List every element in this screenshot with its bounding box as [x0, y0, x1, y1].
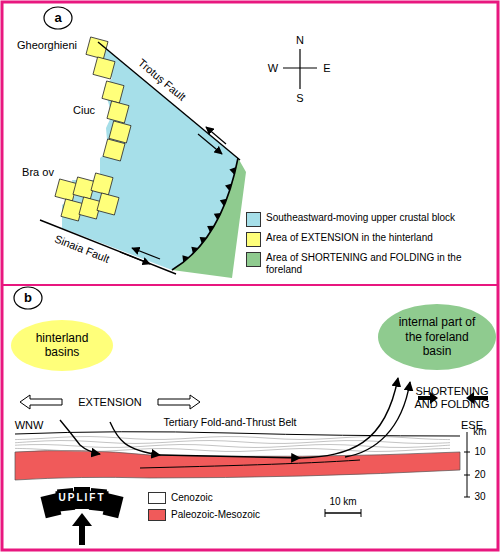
compass-letter: E — [323, 62, 330, 75]
extension-tile — [103, 139, 125, 161]
node-text: hinterland basins — [10, 331, 114, 360]
axis-number: 10 — [474, 446, 485, 458]
extension-arrow — [158, 395, 200, 409]
trotus-fault — [98, 42, 240, 160]
extension-tile — [55, 179, 77, 201]
basin-ellipse: hinterland basins — [10, 319, 114, 372]
extension-tile — [93, 57, 115, 79]
legend-text: Area of SHORTENING and FOLDING in the fo… — [266, 252, 494, 276]
thrust-tooth — [225, 184, 232, 192]
thrust-tooth — [229, 167, 236, 175]
thrust-teeth — [182, 167, 236, 263]
legend-swatch — [246, 252, 261, 267]
compass — [299, 49, 300, 89]
basin-ellipse: internal part of the foreland basin — [377, 303, 497, 371]
thrust-tooth — [214, 213, 221, 220]
basement-fault — [140, 460, 360, 468]
panel-letter: a — [54, 11, 61, 26]
panel-badge — [44, 7, 72, 29]
process-label: EXTENSION — [78, 396, 142, 409]
compass-letter: N — [296, 34, 304, 47]
thrust-tooth — [200, 237, 207, 244]
extension-tile — [107, 101, 129, 123]
axis-unit: km — [473, 426, 486, 438]
normal-fault — [60, 420, 100, 454]
legend-row: Paleozoic-Mesozoic — [148, 509, 260, 521]
legend: CenozoicPaleozoic-Mesozoic — [148, 492, 260, 521]
process-label: SHORTENING AND FOLDING — [407, 385, 497, 410]
panel-divider — [2, 284, 498, 286]
ellipse-shape — [11, 320, 113, 371]
scale-bar — [361, 509, 362, 517]
depth-tick — [464, 475, 470, 476]
depth-tick — [464, 497, 470, 498]
extension-tiles — [55, 37, 131, 221]
thrust-fault — [345, 382, 410, 457]
legend-row: Area of EXTENSION in the hinterland — [246, 232, 494, 247]
panel-letter: b — [24, 291, 32, 306]
axis-number: 30 — [474, 491, 485, 503]
thrust-front — [172, 158, 238, 270]
legend-swatch — [148, 509, 166, 521]
extension-tile — [97, 193, 119, 215]
normal-fault — [110, 422, 160, 455]
depth-axis — [467, 432, 468, 497]
legend-swatch — [148, 492, 166, 504]
legend-text: Area of EXTENSION in the hinterland — [266, 232, 433, 244]
paleozoic-mesozoic-layer — [15, 451, 460, 480]
compass-letter: W — [268, 62, 278, 75]
uplift-arrow — [79, 525, 85, 545]
compass — [283, 67, 317, 68]
legend-text: Southeastward-moving upper crustal block — [266, 212, 455, 224]
legend-row: Southeastward-moving upper crustal block — [246, 212, 494, 227]
legend-swatch — [246, 232, 261, 247]
uplift-arrow — [72, 513, 92, 526]
town-name: Bra ov — [22, 166, 54, 179]
ellipse-shape — [378, 304, 496, 370]
axis-number: 20 — [474, 469, 485, 481]
node-text: internal part of the foreland basin — [377, 315, 497, 358]
town-name: Ciuc — [73, 104, 95, 117]
stratum-line — [15, 448, 450, 451]
legend: Southeastward-moving upper crustal block… — [246, 212, 494, 276]
unit-label: Tertiary Fold-and-Thrust Belt — [163, 416, 296, 428]
extension-tile — [109, 121, 131, 143]
legend-row: Area of SHORTENING and FOLDING in the fo… — [246, 252, 494, 276]
thrust-tooth — [220, 199, 227, 206]
extension-tile — [61, 199, 83, 221]
scale-bar — [325, 512, 361, 514]
surface-line — [15, 432, 460, 436]
detachment — [160, 455, 300, 458]
compass-letter: S — [296, 92, 303, 105]
scale-bar — [325, 509, 326, 517]
uplift-label: UPLIFT — [56, 491, 109, 505]
thrust-fault — [300, 378, 398, 458]
sinaia-fault — [40, 220, 176, 274]
strata-lines — [15, 437, 450, 452]
slip-arrow — [206, 127, 226, 144]
slip-arrow — [132, 248, 160, 259]
depth-tick — [464, 452, 470, 453]
legend-row: Cenozoic — [148, 492, 260, 504]
thrust-tooth — [182, 255, 189, 262]
stratum-line — [15, 441, 450, 444]
extension-tile — [102, 81, 124, 103]
panel-badge — [14, 287, 42, 309]
legend-swatch — [246, 212, 261, 227]
thrust-tooth — [207, 226, 214, 233]
scale-label: 10 km — [329, 496, 356, 508]
legend-text: Cenozoic — [171, 492, 213, 504]
legend-text: Paleozoic-Mesozoic — [171, 509, 260, 521]
crustal-block — [62, 42, 238, 270]
town-name: Gheorghieni — [17, 39, 77, 52]
direction-label: WNW — [15, 419, 44, 432]
extension-tile — [91, 173, 113, 195]
thrust-tooth — [191, 247, 198, 254]
extension-arrow — [20, 395, 62, 409]
